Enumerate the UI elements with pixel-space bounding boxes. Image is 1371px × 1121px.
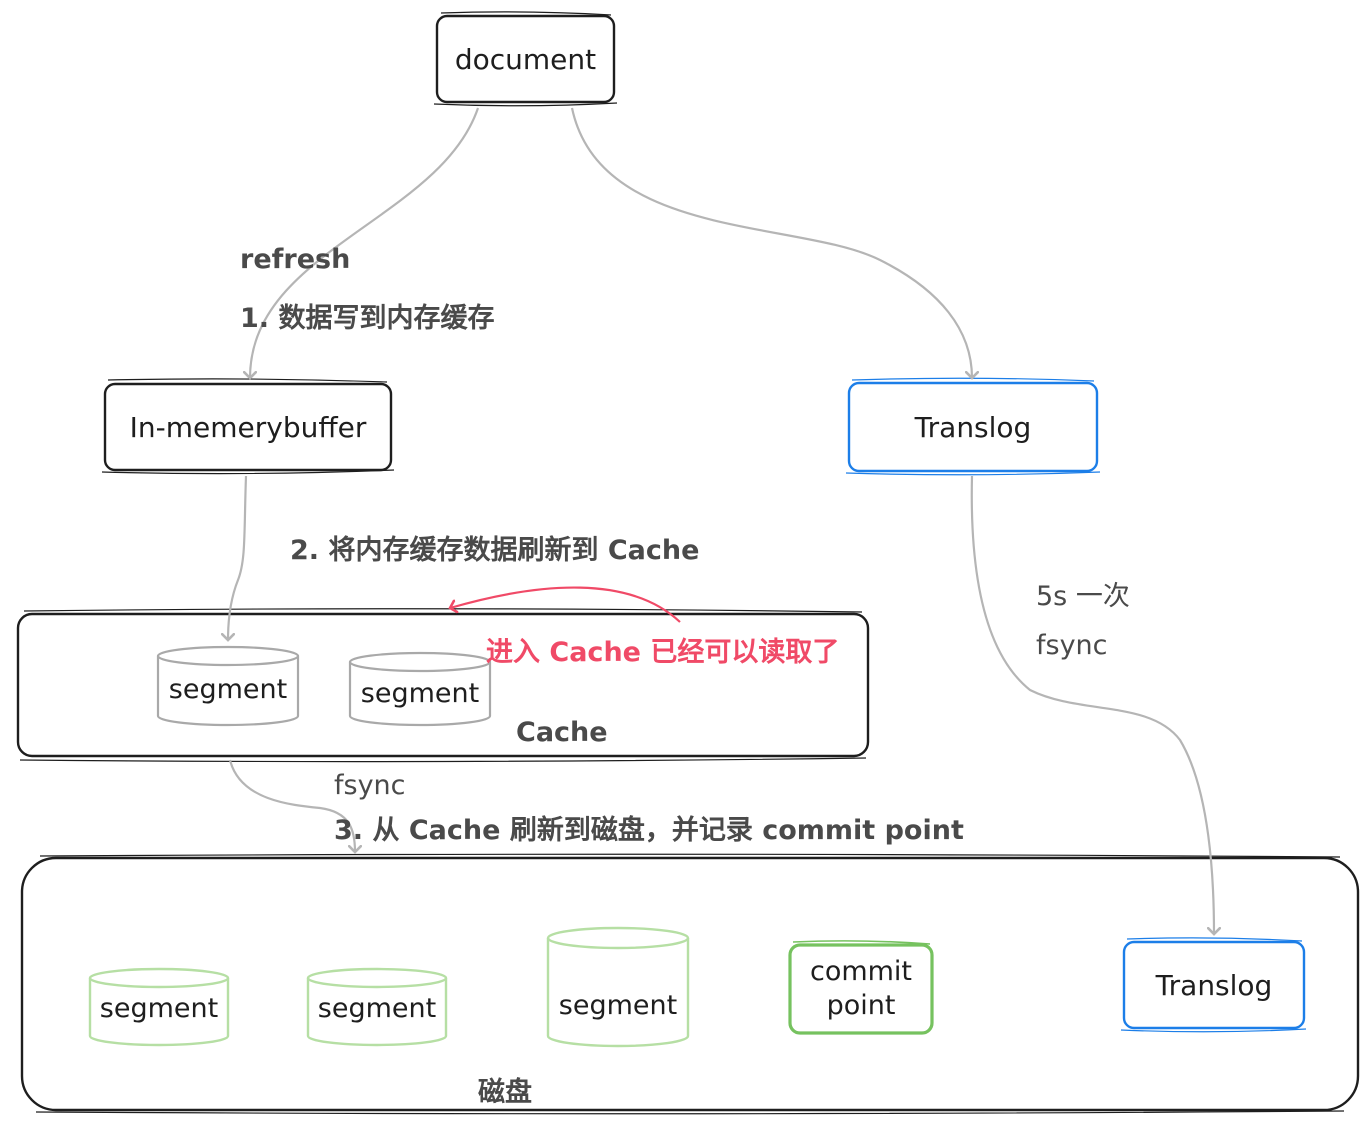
arrow-cache-to-disk [228, 759, 355, 852]
translog-bottom-box [1120, 937, 1307, 1033]
node-in-memory-buffer: In-memerybuffer [129, 410, 367, 444]
cache-segment-2 [348, 651, 492, 727]
cache-segment-label-2: segment [360, 677, 480, 709]
arrow-document-to-buffer [250, 107, 480, 378]
every-5s-label: 5s 一次 [1036, 581, 1130, 612]
readable-note: 进入 Cache 已经可以读取了 [486, 637, 840, 668]
commit-line-2: point [826, 990, 896, 1021]
commit-line-1: commit [809, 956, 913, 988]
node-document: document [454, 42, 597, 76]
commit-point-box [788, 940, 934, 1035]
cache-container-label: Cache [516, 717, 608, 748]
step1-label: 1. 数据写到内存缓存 [240, 303, 495, 334]
disk-segment-3 [546, 926, 690, 1048]
disk-container-label: 磁盘 [478, 1077, 532, 1108]
arrow-readable-red [450, 586, 681, 623]
document-box [433, 11, 618, 107]
node-translog-top: Translog [914, 410, 1032, 444]
arrow-document-to-translog [570, 107, 972, 378]
arrow-translog-to-disk-translog [970, 475, 1214, 934]
disk-segment-1 [88, 967, 230, 1047]
cache-container [16, 608, 870, 763]
refresh-label: refresh [240, 244, 351, 275]
translog-top-box [845, 377, 1101, 476]
disk-segment-label-2: segment [317, 992, 437, 1024]
cache-segment-1 [156, 645, 300, 727]
node-translog-bottom: Translog [1155, 968, 1273, 1002]
disk-segment-label-3: segment [558, 989, 678, 1021]
fsync-left-label: fsync [334, 770, 406, 801]
step3-label: 3. 从 Cache 刷新到磁盘，并记录 commit point [334, 815, 964, 846]
disk-segment-2 [306, 967, 448, 1047]
cache-segment-label-1: segment [168, 673, 288, 705]
step2-label: 2. 将内存缓存数据刷新到 Cache [290, 535, 700, 566]
arrow-buffer-to-cache [228, 475, 248, 640]
disk-segment-label-1: segment [99, 992, 219, 1024]
fsync-right-label: fsync [1036, 630, 1108, 661]
node-commit-point: commit point [790, 945, 932, 1033]
disk-container [20, 853, 1360, 1115]
